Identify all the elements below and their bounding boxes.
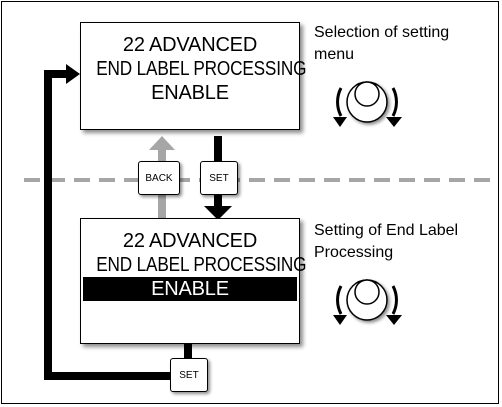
set-key[interactable]: SET [200, 161, 238, 195]
bottom-display-line1: 22 ADVANCED [122, 230, 258, 252]
caption-bottom-line2: Processing [314, 244, 394, 261]
top-display: 22 ADVANCED END LABEL PROCESSING ENABLE [80, 22, 307, 130]
bottom-display: 22 ADVANCED END LABEL PROCESSING ENABLE [80, 218, 307, 344]
caption-top-line1: Selection of setting [314, 24, 450, 41]
caption-bottom-line1: Setting of End Label [314, 222, 459, 239]
rotary-dial-icon [333, 81, 402, 127]
set-bottom-stem [184, 340, 192, 364]
back-key[interactable]: BACK [138, 161, 180, 195]
rotary-dial-icon [333, 279, 402, 325]
set-key-bottom[interactable]: SET [170, 358, 208, 392]
caption-top-line2: menu [314, 46, 355, 63]
top-display-line2: END LABEL PROCESSING [96, 58, 307, 80]
bottom-display-highlighted-value: ENABLE [83, 277, 297, 301]
bottom-display-line2: END LABEL PROCESSING [96, 254, 307, 276]
return-loop-arrow [44, 64, 170, 380]
caption-bottom: Setting of End Label Processing [314, 220, 458, 264]
top-display-line1: 22 ADVANCED [122, 34, 258, 56]
caption-top: Selection of setting menu [314, 22, 449, 66]
top-display-line3: ENABLE [151, 82, 229, 104]
